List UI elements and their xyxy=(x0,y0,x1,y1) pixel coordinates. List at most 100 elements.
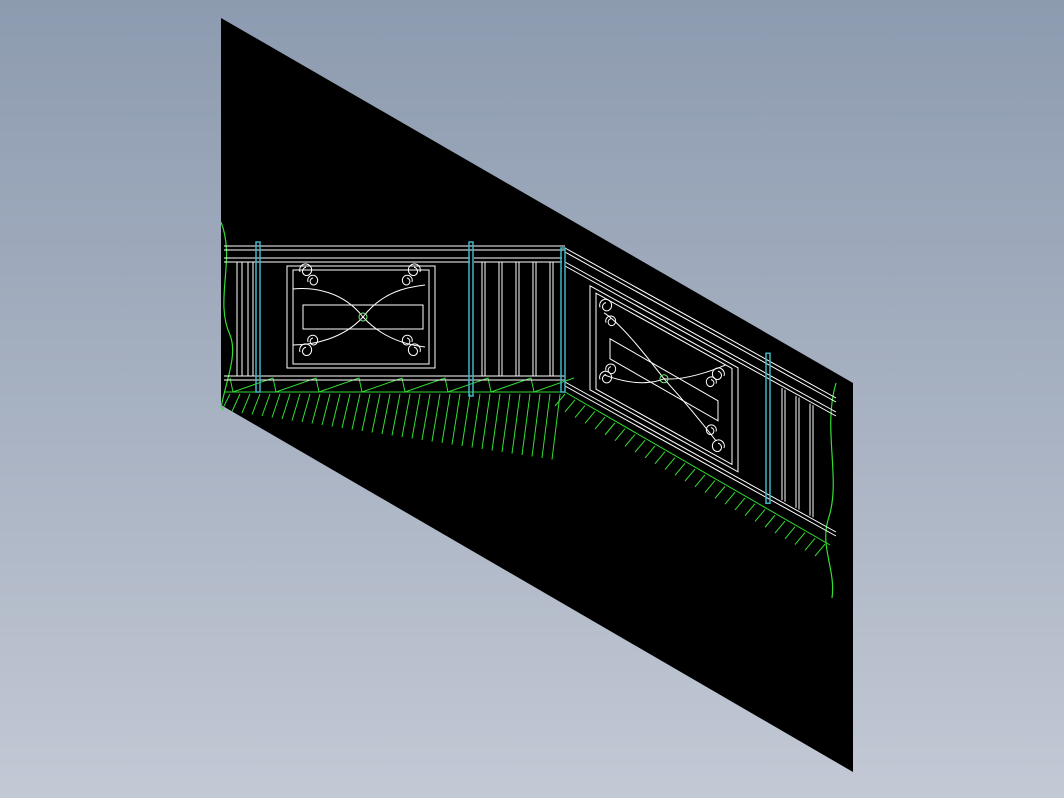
sloped-rail xyxy=(564,261,837,413)
scroll xyxy=(307,274,319,286)
hatch-line xyxy=(684,468,696,482)
hatch-line xyxy=(331,393,341,427)
ornament-arc xyxy=(663,364,727,380)
scroll xyxy=(307,334,319,346)
hatch-line xyxy=(521,393,531,456)
hatch-line xyxy=(321,393,331,426)
hatch-line xyxy=(241,393,251,414)
scroll xyxy=(605,363,617,375)
hatch-line xyxy=(714,486,726,499)
scroll xyxy=(407,343,421,357)
ornaments xyxy=(292,263,727,453)
hatch-line xyxy=(361,393,371,432)
hatch-line xyxy=(411,393,421,439)
hatch-line xyxy=(501,393,511,453)
hatch-line xyxy=(784,526,796,540)
hatch-line xyxy=(221,393,231,411)
hatch-line xyxy=(644,445,656,459)
hatch-line xyxy=(624,434,636,447)
hatch-line xyxy=(564,399,576,413)
sloped-bottom-rail xyxy=(564,381,837,533)
hatch-line xyxy=(814,543,826,557)
hatch-line xyxy=(291,393,301,421)
hatch-line xyxy=(281,393,291,420)
hatch-line xyxy=(794,532,806,545)
hatch-line xyxy=(431,393,441,442)
post xyxy=(255,241,261,393)
drawing-sheet xyxy=(221,18,853,772)
post xyxy=(468,241,474,397)
hatch-line xyxy=(261,393,271,417)
hatch-line xyxy=(774,520,786,534)
hatch-line xyxy=(231,393,241,412)
hatch-line xyxy=(401,393,411,438)
hatch-line xyxy=(604,422,616,436)
hatch-line xyxy=(341,393,351,429)
hatch-line xyxy=(754,509,766,522)
hatch-line xyxy=(614,428,626,441)
hatch-line xyxy=(704,480,716,493)
hatch-line xyxy=(301,393,311,423)
scroll xyxy=(401,334,413,346)
ornament-arc xyxy=(292,288,364,318)
ornament-arc xyxy=(362,284,426,318)
scroll xyxy=(605,315,617,327)
hatch-line xyxy=(251,393,261,415)
hatch-line xyxy=(481,393,491,450)
scroll xyxy=(705,424,717,436)
hatch-line xyxy=(764,514,776,528)
posts xyxy=(255,241,771,505)
hatch-line xyxy=(421,393,431,441)
hatch-line xyxy=(471,393,481,448)
ornament-bar-box xyxy=(302,304,424,330)
sloped-rail xyxy=(564,251,837,403)
hatch-line xyxy=(371,393,381,433)
scroll xyxy=(299,343,313,357)
sloped-rail xyxy=(564,265,837,417)
scroll xyxy=(705,376,717,388)
hatch-line xyxy=(391,393,401,436)
hatch-line xyxy=(664,457,676,470)
hatch-line xyxy=(654,451,666,465)
hatch-line xyxy=(271,393,281,418)
hatch-line xyxy=(461,393,471,447)
scroll xyxy=(599,298,613,312)
ornament-arc xyxy=(292,316,364,346)
scroll xyxy=(401,274,413,286)
hatch-line xyxy=(311,393,321,424)
ornament-panel-inner xyxy=(292,269,430,365)
hatch-line xyxy=(511,393,521,454)
hatch-line xyxy=(381,393,391,435)
ground-line-slope xyxy=(564,391,831,546)
sloped-ornament-frame xyxy=(589,284,739,473)
ornament-arc xyxy=(603,374,665,384)
ground-hatching xyxy=(221,377,831,557)
hatch-line xyxy=(634,439,646,453)
hatch-line xyxy=(491,393,501,451)
stair-steps xyxy=(229,377,575,393)
ornament-center xyxy=(659,374,669,384)
ornament-bar-box xyxy=(609,337,719,422)
scroll xyxy=(599,370,613,384)
railing xyxy=(224,245,837,537)
post xyxy=(560,247,566,393)
hatch-line xyxy=(804,538,816,551)
sloped-rail xyxy=(564,247,837,399)
hatch-line xyxy=(574,405,586,418)
ornament-arc xyxy=(362,316,426,348)
hatch-line xyxy=(694,474,706,488)
ornament-panel-frame xyxy=(286,265,436,369)
hatch-line xyxy=(351,393,361,430)
hatch-line xyxy=(674,462,686,476)
sloped-ornament-inner xyxy=(595,292,733,466)
hatch-line xyxy=(594,416,606,430)
hatch-line xyxy=(724,491,736,505)
ornament-arc xyxy=(663,378,717,442)
post xyxy=(765,352,771,505)
hatch-line xyxy=(734,497,746,511)
scroll xyxy=(407,263,421,277)
hatch-line xyxy=(551,393,561,460)
hatch-line xyxy=(584,411,596,424)
hatch-line xyxy=(554,393,566,407)
